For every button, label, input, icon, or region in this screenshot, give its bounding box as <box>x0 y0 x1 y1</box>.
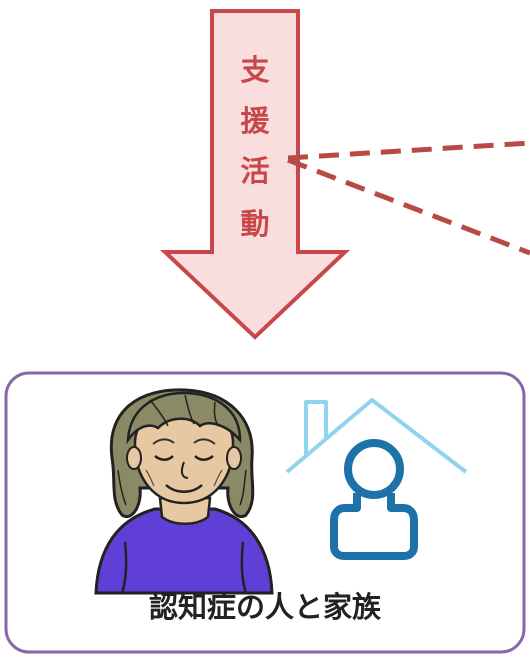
arrow-shape <box>159 9 351 340</box>
dashed-connector-upper <box>287 140 530 161</box>
house-person-icon <box>285 398 468 560</box>
elderly-woman-icon <box>94 388 274 595</box>
target-box: 認知症の人と家族 <box>4 371 526 654</box>
dashed-connectors <box>287 140 530 256</box>
arrow-label-char-3: 活 <box>240 154 269 188</box>
arrow-label-char-4: 動 <box>240 207 269 241</box>
target-caption: 認知症の人と家族 <box>149 590 382 624</box>
arrow-label-char-2: 援 <box>240 104 270 138</box>
dashed-connector-lower <box>287 157 530 256</box>
arrow-label-char-1: 支 <box>240 53 269 87</box>
support-activity-arrow: 支 援 活 動 <box>159 9 351 340</box>
